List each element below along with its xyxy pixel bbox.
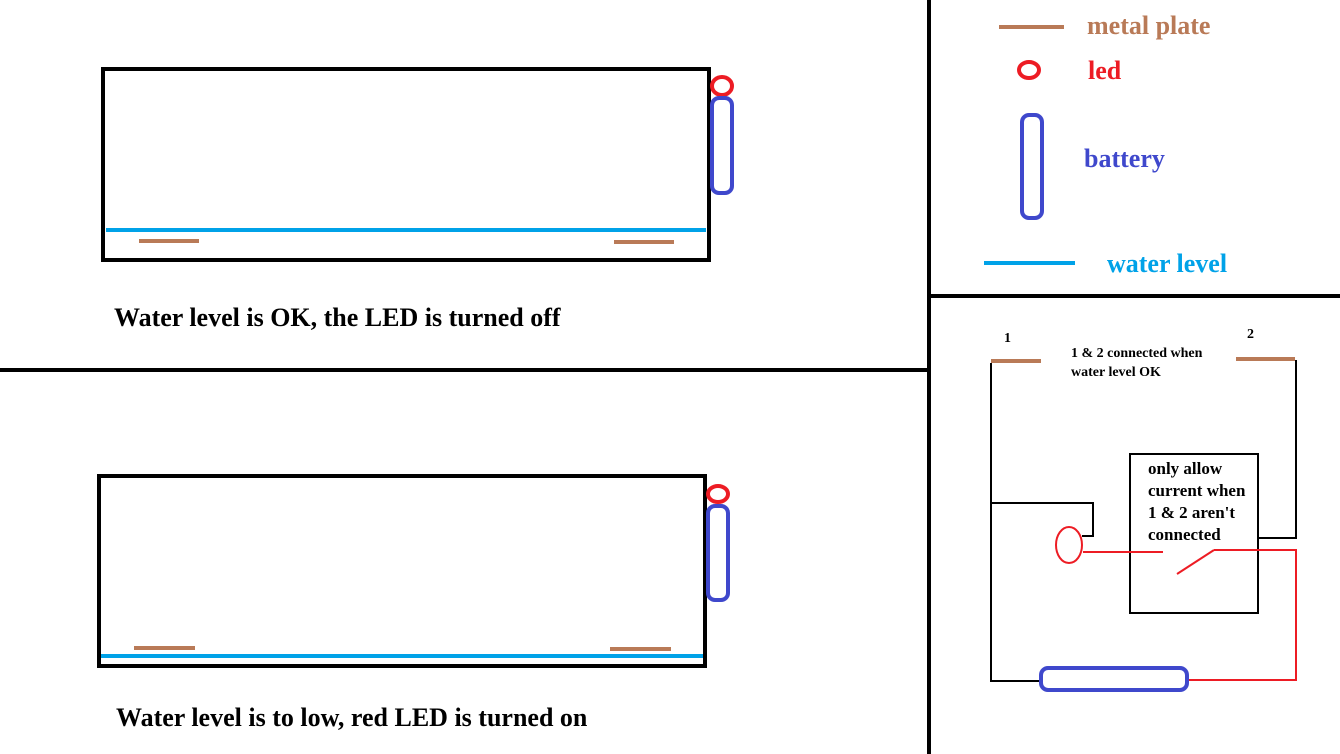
legend-battery-label: battery: [1084, 144, 1165, 173]
circuit-diagram: 1 2 1 & 2 connected when water level OK …: [990, 327, 1297, 692]
panel-water-ok: Water level is OK, the LED is turned off: [101, 67, 734, 332]
battery-icon-ok: [710, 96, 734, 195]
controller-box-line-1: only allow: [1148, 459, 1223, 478]
circuit-battery-icon: [1039, 666, 1189, 692]
switch-lever: [1176, 549, 1215, 575]
legend: metal plate led battery water level: [984, 11, 1227, 278]
wire-right: [1259, 360, 1297, 539]
panel-water-low: Water level is to low, red LED is turned…: [97, 474, 730, 732]
led-icon-ok: [710, 75, 734, 97]
controller-box-line-4: connected: [1148, 525, 1221, 544]
tank-ok: [101, 67, 711, 262]
legend-led-icon: [1017, 60, 1041, 80]
controller-box: [1129, 453, 1259, 614]
legend-metal-plate-label: metal plate: [1087, 11, 1210, 40]
circuit-note-line-1: 1 & 2 connected when: [1071, 346, 1203, 361]
led-icon-low: [706, 484, 730, 504]
controller-box-line-2: current when: [1148, 481, 1246, 500]
caption-low: Water level is to low, red LED is turned…: [116, 703, 588, 732]
terminal-1-label: 1: [1004, 331, 1011, 346]
legend-water-level-label: water level: [1107, 249, 1227, 278]
controller-box-line-3: 1 & 2 aren't: [1148, 503, 1235, 522]
circuit-led-icon: [1055, 526, 1083, 564]
battery-icon-low: [706, 504, 730, 602]
legend-battery-icon: [1020, 113, 1044, 220]
tank-low: [97, 474, 707, 668]
terminal-2-label: 2: [1247, 327, 1254, 342]
wire-led-loop: [991, 502, 1094, 537]
caption-ok: Water level is OK, the LED is turned off: [114, 303, 561, 332]
circuit-note-line-2: water level OK: [1071, 365, 1161, 380]
wire-switch-to-battery: [1187, 549, 1297, 681]
legend-led-label: led: [1088, 56, 1122, 85]
wire-left: [990, 363, 1041, 682]
